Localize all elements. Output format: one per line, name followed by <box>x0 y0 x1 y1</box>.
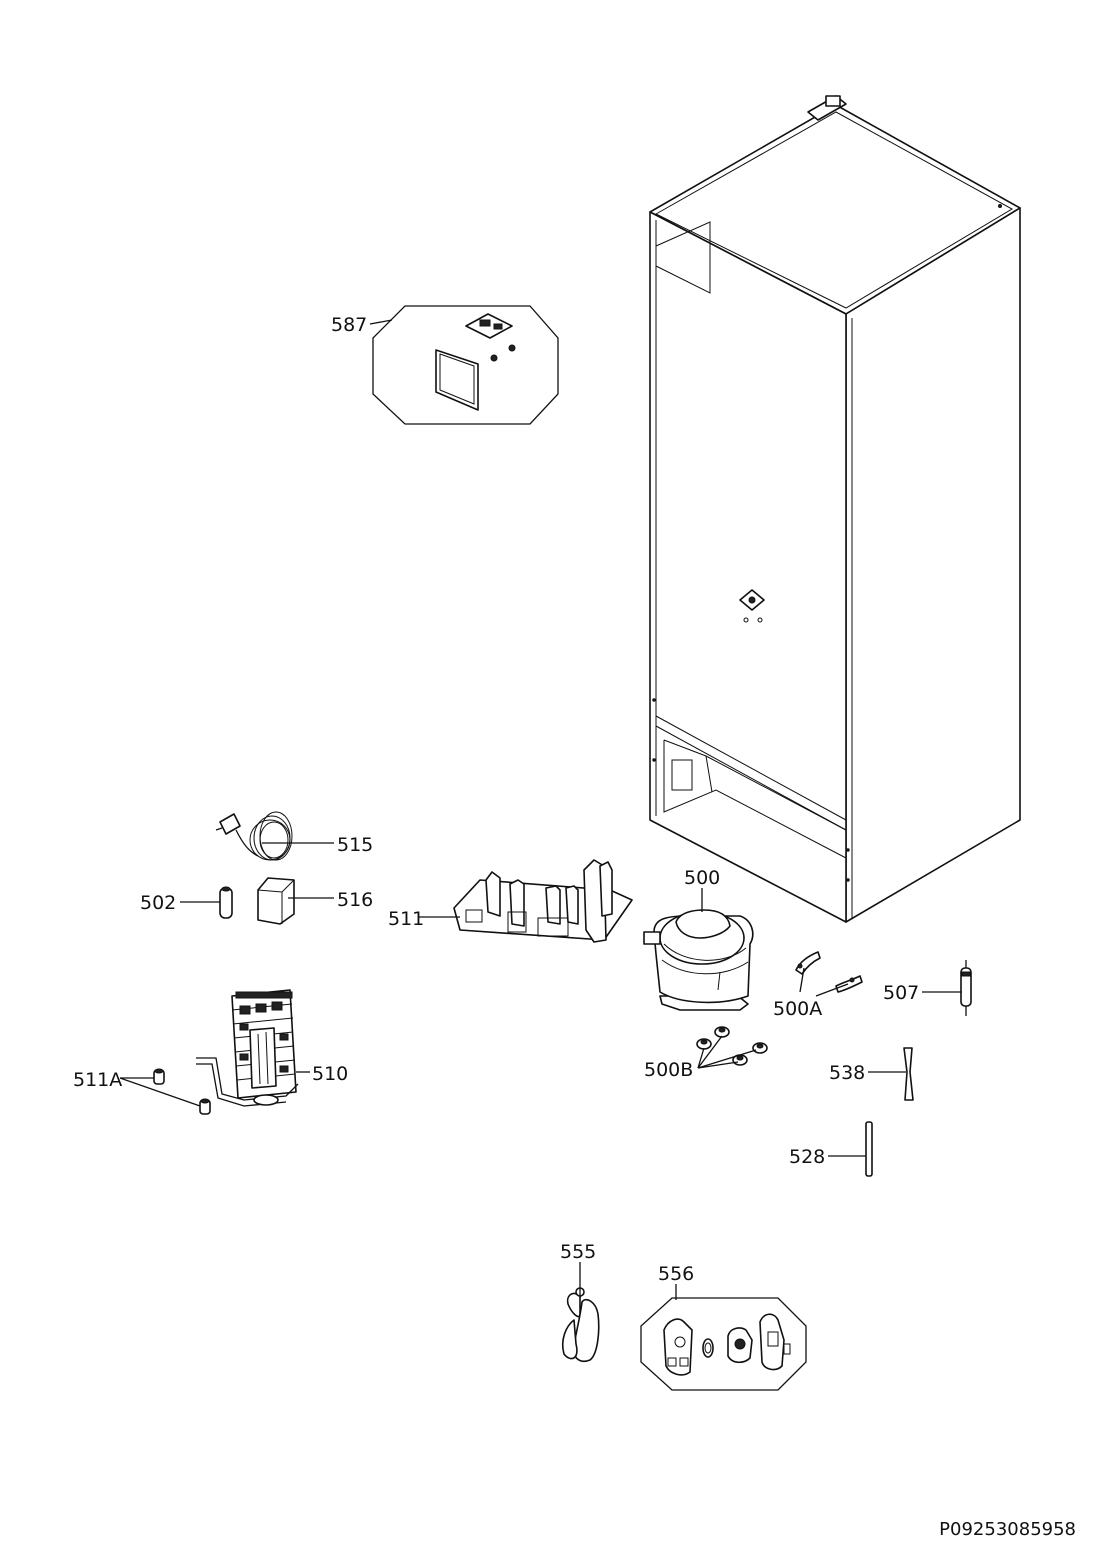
part-label-555: 555 <box>560 1241 596 1263</box>
cabinet-body <box>649 95 1021 923</box>
part-label-556: 556 <box>658 1263 694 1285</box>
cabinet-mount-bracket <box>739 589 765 623</box>
filter-drier-icon <box>960 960 972 1016</box>
power-cord-icon <box>215 811 293 861</box>
part-label-510: 510 <box>312 1063 348 1085</box>
part-502-icon <box>219 886 233 919</box>
motor-gear-icon <box>702 1338 714 1358</box>
part-label-511: 511 <box>388 908 424 930</box>
compressor-tray-icon <box>453 859 633 943</box>
compressor-icon <box>643 909 754 1011</box>
part-label-500: 500 <box>684 867 720 889</box>
part-587-group <box>372 305 559 425</box>
spacer-511a-icon <box>153 1068 211 1115</box>
leader-lines <box>119 319 962 1300</box>
part-556-group <box>640 1297 807 1391</box>
part-labels: 587 515 502 516 511 500 500A 507 500B 53… <box>73 314 919 1285</box>
part-label-511a: 511A <box>73 1069 122 1091</box>
part-label-515: 515 <box>337 834 373 856</box>
grommet-500b-icon <box>696 1026 768 1066</box>
clip-500a-icon <box>795 951 863 993</box>
motor-bracket-left-icon <box>663 1318 693 1376</box>
part-label-500b: 500B <box>644 1059 693 1081</box>
condenser-icon <box>196 989 299 1107</box>
relay-box-icon <box>257 877 295 925</box>
part-label-538: 538 <box>829 1062 865 1084</box>
part-label-516: 516 <box>337 889 373 911</box>
motor-bracket-right-icon <box>759 1313 791 1371</box>
part-label-528: 528 <box>789 1146 825 1168</box>
tube-538-icon <box>903 1047 914 1101</box>
fan-motor-icon <box>727 1327 753 1364</box>
part-label-502: 502 <box>140 892 176 914</box>
electronic-board-icon <box>465 313 513 339</box>
tube-528-icon <box>865 1121 873 1177</box>
part-label-507: 507 <box>883 982 919 1004</box>
board-cover-icon <box>435 349 479 411</box>
document-id: P09253085958 <box>939 1519 1076 1540</box>
part-label-587: 587 <box>331 314 367 336</box>
fan-blade-icon <box>561 1287 600 1362</box>
part-label-500a: 500A <box>773 998 822 1020</box>
